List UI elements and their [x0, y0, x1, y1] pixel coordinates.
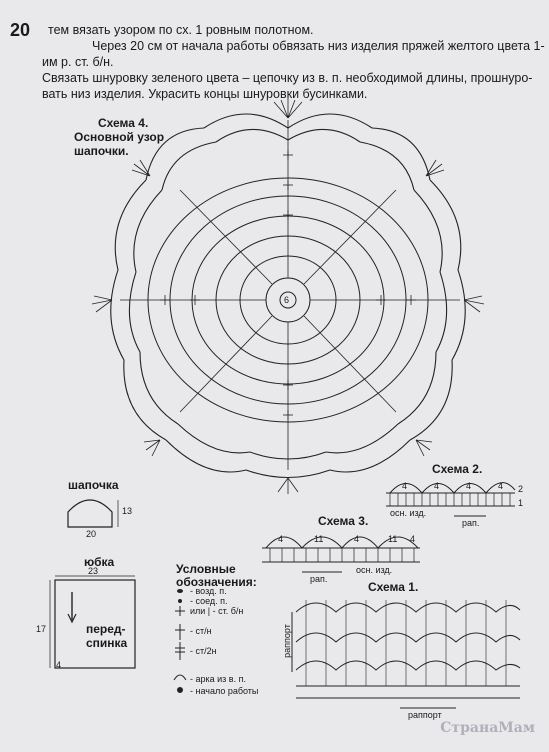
scheme2-num: 4	[434, 481, 440, 491]
scheme3-num: 4	[354, 534, 360, 544]
hat-schematic	[67, 499, 119, 528]
scheme1-title: Схема 1.	[368, 580, 419, 594]
scheme4-motif	[91, 98, 485, 494]
skirt-dim-top: 23	[88, 566, 99, 576]
scheme3-num: 4	[278, 534, 284, 544]
legend-item: - возд. п.	[190, 586, 227, 596]
skirt-schematic	[49, 575, 136, 669]
skirt-part-label: перед-	[86, 622, 126, 636]
scheme2-num: 4	[466, 481, 472, 491]
skirt-part-label-2: спинка	[86, 636, 128, 650]
scheme4-title: Схема 4.	[98, 116, 149, 130]
paragraph-line-2: Через 20 см от начала работы обвязать ни…	[92, 39, 545, 53]
site-watermark: СтранаМам	[440, 720, 535, 736]
scheme2-num: 4	[498, 481, 504, 491]
scheme3-diagram	[262, 536, 420, 573]
scheme3-title: Схема 3.	[318, 514, 369, 528]
scheme2-base-label: осн. изд.	[390, 508, 427, 518]
skirt-dim-side: 17	[36, 624, 47, 634]
hat-dim-bottom: 20	[86, 529, 97, 539]
scheme2-diagram	[386, 482, 516, 517]
scheme2-row-bottom: 1	[518, 498, 524, 508]
scheme2-num: 4	[402, 481, 408, 491]
scheme2-repeat-label: рап.	[462, 518, 480, 528]
skirt-title: юбка	[84, 555, 115, 569]
scheme1-bottom-label: раппорт	[408, 710, 442, 720]
legend-item: - соед. п.	[190, 596, 228, 606]
scheme3-repeat-label: рап.	[310, 574, 328, 584]
hat-dim-side: 13	[122, 506, 133, 516]
scheme3-num: 4	[410, 534, 416, 544]
skirt-dim-corner: 4	[56, 660, 62, 670]
scheme4-center-label: 6	[284, 295, 290, 305]
legend-symbols	[173, 589, 187, 693]
paragraph-line-5: вать низ изделия. Украсить концы шнуровк…	[42, 87, 368, 101]
legend-item: или | - ст. б/н	[190, 606, 244, 616]
hat-title: шапочка	[68, 478, 119, 492]
scheme3-num: 11	[314, 534, 324, 544]
scheme3-base-label: осн. изд.	[356, 565, 393, 575]
legend-item: - начало работы	[190, 686, 259, 696]
scheme1-diagram	[291, 600, 521, 709]
legend-title-2: обозначения:	[176, 575, 257, 589]
legend-title: Условные	[176, 562, 236, 576]
scheme3-num: 11	[388, 534, 398, 544]
legend-item: - арка из в. п.	[190, 674, 246, 684]
paragraph-line-4: Связать шнуровку зеленого цвета – цепочк…	[42, 71, 533, 85]
scheme2-row-top: 2	[518, 484, 524, 494]
scheme2-title: Схема 2.	[432, 462, 483, 476]
page-number: 20	[10, 20, 31, 40]
paragraph-line-3: им р. ст. б/н.	[42, 55, 114, 69]
legend-item: - ст/н	[190, 626, 212, 636]
scheme4-subtitle-2: шапочки.	[74, 144, 129, 158]
scheme1-side-label: раппорт	[281, 624, 292, 658]
legend-item: - ст/2н	[190, 646, 217, 656]
scheme4-subtitle: Основной узор	[74, 130, 165, 144]
paragraph-line-1: тем вязать узором по сх. 1 ровным полотн…	[48, 23, 314, 37]
